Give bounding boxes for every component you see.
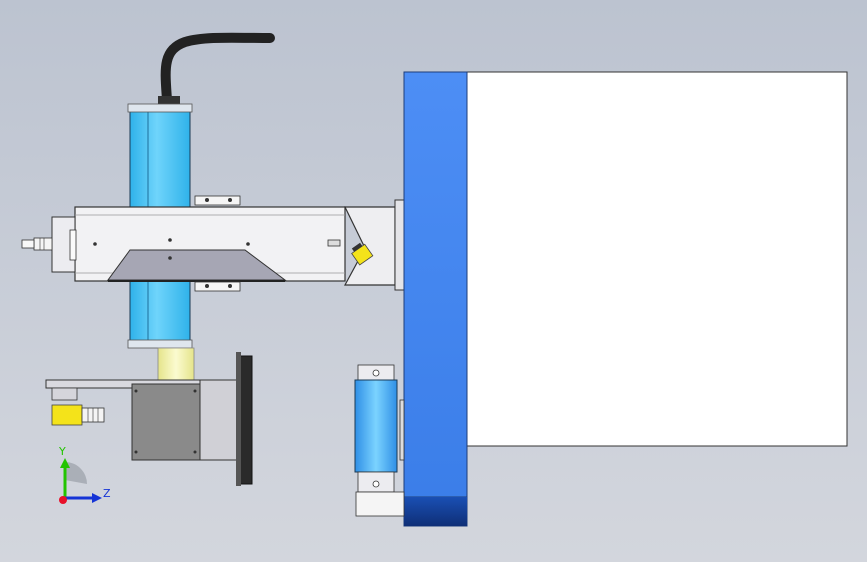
red-origin-dot [59, 496, 67, 504]
z-axis-label: Z [103, 487, 111, 500]
coordinate-triad-icon: Y Z [58, 445, 111, 504]
end-cap [21, 216, 77, 273]
cable-connector [158, 96, 180, 106]
beam-housing [74, 195, 406, 292]
focus-lens [157, 347, 195, 383]
y-axis-label: Y [58, 445, 66, 458]
roller-cylinder [354, 364, 405, 517]
limit-sensor [51, 387, 105, 426]
beam-sensor [351, 242, 374, 266]
base-plate [399, 71, 468, 527]
rotary-motor [45, 352, 253, 486]
worktable-panel [464, 71, 848, 447]
cable [160, 32, 275, 105]
